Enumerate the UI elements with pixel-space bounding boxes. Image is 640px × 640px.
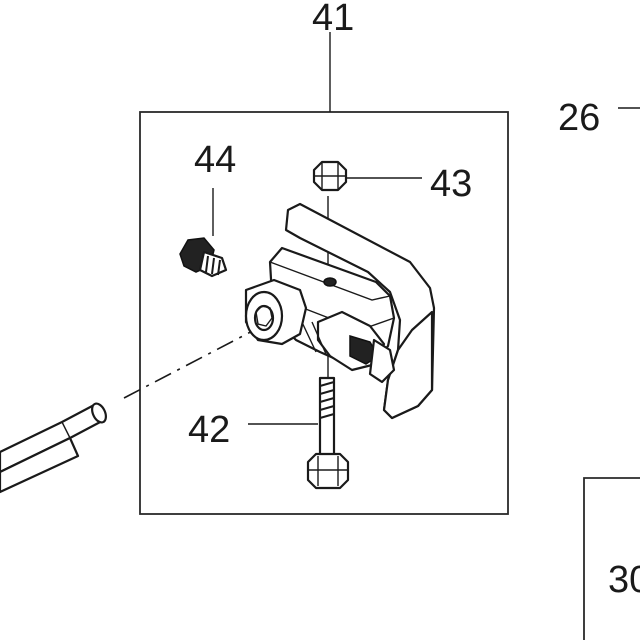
hex-nut-43 [312, 160, 348, 192]
callout-41: 41 [312, 0, 354, 39]
callout-44: 44 [194, 139, 236, 181]
assembly-frame [139, 111, 509, 515]
callout-30: 30 [608, 559, 640, 601]
neighbor-box-frame [583, 477, 640, 640]
callout-43: 43 [430, 163, 472, 205]
callout-26: 26 [558, 97, 600, 139]
callout-42: 42 [188, 409, 230, 451]
hex-bolt-42 [306, 376, 350, 490]
set-screw-44 [179, 237, 228, 278]
shaft-axis-centerline [123, 325, 263, 399]
clamp-body [244, 202, 436, 420]
shaft [0, 402, 107, 494]
